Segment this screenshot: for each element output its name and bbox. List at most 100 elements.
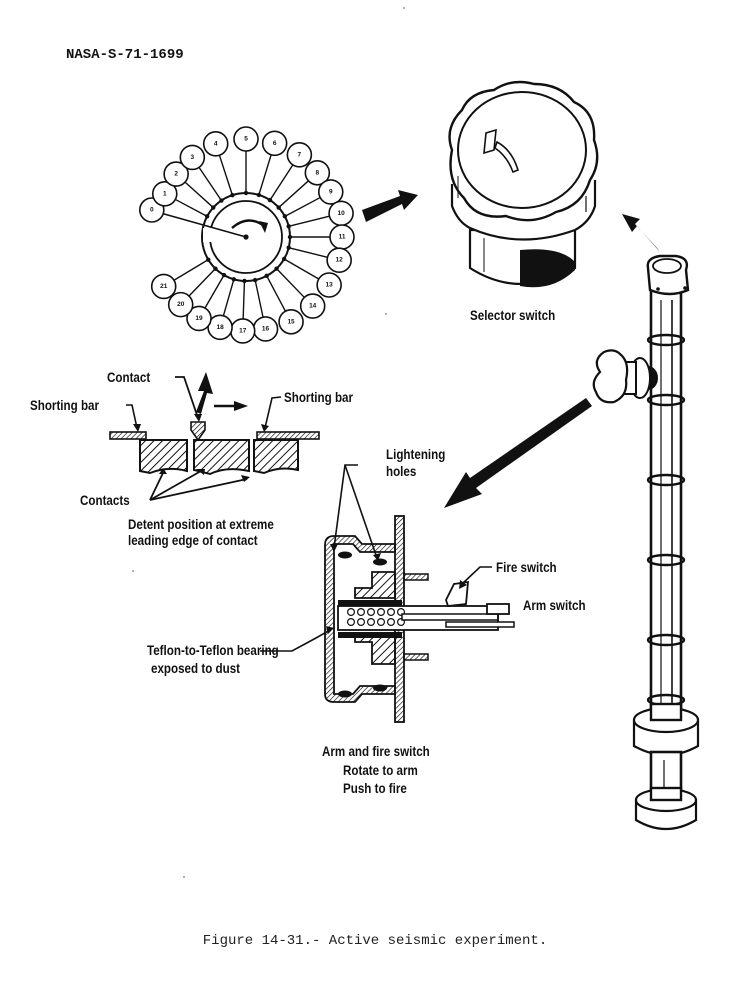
dial-contact-dot bbox=[274, 266, 279, 271]
dial-contact-dot bbox=[256, 192, 262, 198]
dial-contact-dot bbox=[230, 192, 235, 198]
bearing-ball bbox=[387, 607, 396, 616]
dial-position-2: 2 bbox=[163, 161, 189, 187]
lift-arrow-icon bbox=[196, 372, 213, 414]
dial-position-11: 11 bbox=[329, 224, 355, 250]
bearing-balls bbox=[347, 607, 406, 626]
bearing-ball bbox=[357, 617, 366, 626]
dial-position-label: 18 bbox=[216, 324, 224, 331]
rod-assembly bbox=[592, 254, 700, 830]
dial-spoke bbox=[175, 198, 208, 217]
label-arm-fire-rotate: Rotate to arm bbox=[343, 763, 418, 778]
dial-position-circle bbox=[316, 272, 342, 298]
dial-position-label: 19 bbox=[195, 315, 203, 322]
dial-spoke bbox=[204, 274, 225, 309]
dial-position-label: 2 bbox=[174, 171, 178, 178]
dial-position-14: 14 bbox=[299, 293, 326, 319]
dial-contact-dot bbox=[282, 214, 288, 219]
label-arm-fire-title: Arm and fire switch bbox=[322, 744, 430, 759]
dial-position-label: 4 bbox=[214, 140, 218, 147]
dial-position-label: 5 bbox=[244, 136, 248, 143]
dial-spokes bbox=[173, 151, 330, 319]
dial-spoke bbox=[288, 246, 328, 259]
dial-position-label: 11 bbox=[339, 234, 346, 241]
dial-position-label: 17 bbox=[239, 327, 247, 334]
dial-position-circle bbox=[151, 181, 178, 207]
dial-position-circle bbox=[299, 293, 326, 319]
dial-contact-dot bbox=[242, 278, 247, 284]
label-lightening-line2: holes bbox=[386, 464, 417, 479]
dial-contact-dot bbox=[231, 277, 237, 282]
rod-ring bbox=[646, 333, 686, 347]
dial-spoke bbox=[188, 268, 216, 297]
dial-spoke bbox=[242, 280, 246, 319]
dial-position-circle bbox=[304, 159, 331, 186]
dial-position-12: 12 bbox=[326, 247, 352, 274]
label-contact: Contact bbox=[107, 370, 151, 385]
slide-arrow-icon bbox=[234, 401, 248, 411]
dial-position-7: 7 bbox=[286, 142, 313, 168]
dial-position-label: 9 bbox=[329, 188, 333, 195]
dial-spoke bbox=[254, 279, 264, 318]
dial-contact-dot bbox=[264, 273, 269, 279]
dial-position-1: 1 bbox=[151, 181, 178, 207]
document-id: NASA-S-71-1699 bbox=[66, 47, 184, 63]
dial-gap bbox=[203, 228, 215, 242]
dial-position-label: 20 bbox=[177, 301, 185, 308]
dial-contact-dot bbox=[206, 257, 211, 262]
dial-position-label: 14 bbox=[309, 303, 317, 310]
dial-position-circle bbox=[233, 126, 259, 152]
dial-position-circle bbox=[261, 130, 288, 157]
dial-position-circle bbox=[278, 308, 304, 335]
dial-contact-dot bbox=[286, 245, 291, 250]
dial-spoke bbox=[283, 258, 320, 280]
label-bearing-line2: exposed to dust bbox=[151, 661, 241, 676]
dial-position-label: 13 bbox=[326, 282, 334, 289]
dial-position-label: 16 bbox=[262, 325, 270, 332]
dial-center-pivot bbox=[243, 234, 249, 240]
rod-ring bbox=[646, 393, 686, 407]
dial-position-label: 7 bbox=[298, 151, 302, 158]
arrow-to-selector-icon bbox=[362, 190, 418, 222]
arrow-to-cross-section-icon bbox=[444, 398, 592, 508]
dial-position-label: 8 bbox=[316, 169, 320, 176]
dial-contact-dot bbox=[267, 197, 273, 203]
dial-contact-dot bbox=[213, 266, 218, 271]
dial-spoke bbox=[276, 268, 305, 298]
dial-spoke bbox=[278, 180, 309, 209]
bearing-ball bbox=[367, 617, 376, 626]
dial-position-circle bbox=[317, 179, 344, 205]
dial-position-21: 21 bbox=[150, 273, 177, 300]
dial-spoke bbox=[198, 166, 222, 201]
dial-spoke bbox=[218, 154, 234, 196]
rod-ring bbox=[646, 473, 686, 487]
dial-position-15: 15 bbox=[278, 308, 304, 335]
dial-position-3: 3 bbox=[179, 144, 206, 171]
label-arm-switch: Arm switch bbox=[523, 598, 586, 613]
label-detent-line2: leading edge of contact bbox=[128, 533, 258, 548]
dial-position-6: 6 bbox=[261, 130, 288, 157]
dial-contact-dot bbox=[219, 198, 224, 203]
dial-position-circle bbox=[286, 142, 313, 168]
arm-fire-cross-section bbox=[260, 464, 515, 723]
dial-position-label: 15 bbox=[287, 318, 295, 325]
bearing-ball bbox=[377, 607, 386, 616]
dial-spoke bbox=[184, 181, 214, 209]
bearing-ball bbox=[347, 607, 356, 616]
dial-position-label: 6 bbox=[273, 140, 277, 147]
dial-position-label: 1 bbox=[163, 190, 167, 197]
selector-switch-knob bbox=[448, 80, 599, 288]
dial-position-label: 10 bbox=[337, 210, 345, 217]
dial-contact-dot bbox=[221, 272, 227, 278]
dial-contact-dot bbox=[211, 205, 216, 210]
dial-position-circle bbox=[186, 305, 212, 332]
dial-spoke bbox=[266, 275, 287, 312]
dial-position-label: 21 bbox=[160, 283, 168, 290]
dial-position-5: 5 bbox=[233, 126, 259, 152]
label-selector-switch: Selector switch bbox=[470, 308, 556, 323]
label-bearing-line1: Teflon-to-Teflon bearing bbox=[147, 643, 279, 658]
rod-ring bbox=[646, 553, 686, 567]
